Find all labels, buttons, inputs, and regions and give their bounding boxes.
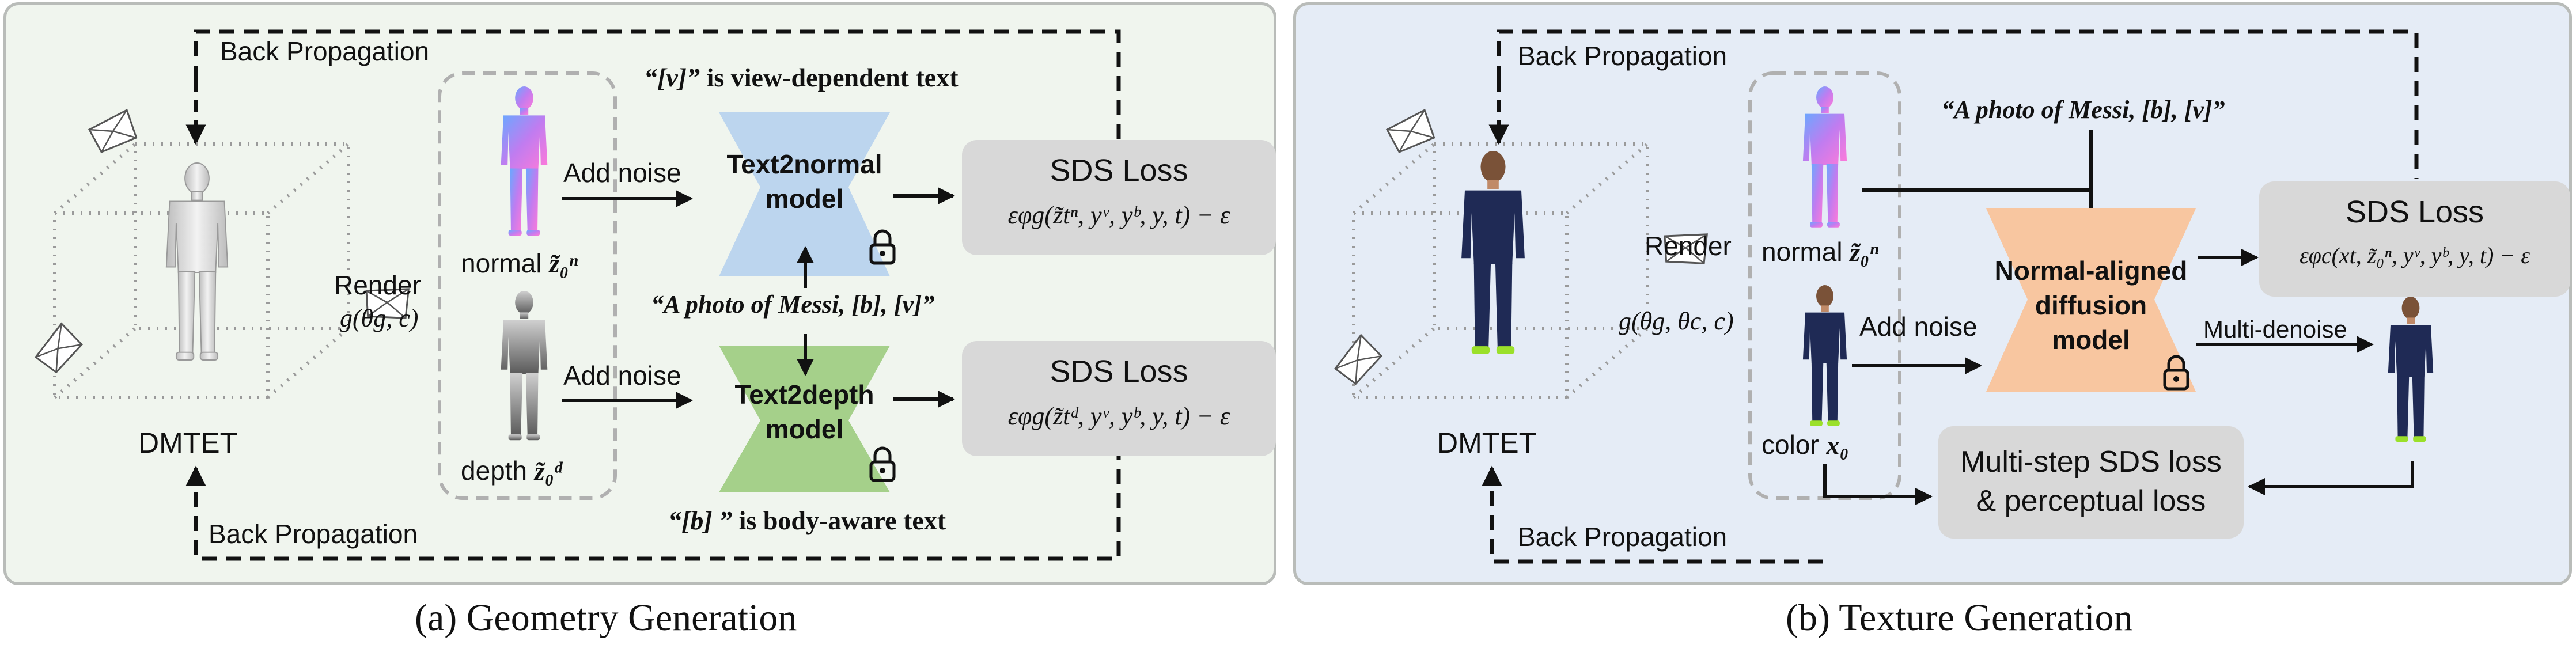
dmtet-human-a: [165, 162, 229, 361]
depth-symbol-a: z̃₀ᵈ: [534, 456, 562, 486]
sds-loss-title-top-a: SDS Loss: [1050, 153, 1188, 188]
render-formula-a: g(θg, c): [340, 304, 419, 332]
back-propagation-label-top-a: Back Propagation: [220, 36, 430, 66]
normal-aligned-diffusion-model-shape: [1986, 208, 2196, 392]
dmtet-label-a: DMTET: [138, 427, 238, 459]
sds-loss-title-bottom-a: SDS Loss: [1050, 354, 1188, 389]
normal-aligned-model-label: Normal-aligned diffusion model: [1986, 253, 2196, 357]
sds-loss-formula-top-a: εφg(z̃tⁿ, yᵛ, yᵇ, y, t) − ε: [1007, 201, 1230, 229]
color-word-b: color: [1761, 430, 1819, 460]
back-propagation-label-bottom-b: Back Propagation: [1518, 522, 1728, 552]
dmtet-textured-human-b: [1461, 151, 1525, 354]
prompt-label-a: “A photo of Messi, [b], [v]”: [651, 290, 935, 319]
camera-frustum-icon: [86, 108, 139, 154]
sds-loss-box-top-a: SDS Loss εφg(z̃tⁿ, yᵛ, yᵇ, y, t) − ε: [962, 140, 1276, 255]
normal-aligned-line1: Normal-aligned: [1994, 256, 2188, 286]
sds-loss-title-b: SDS Loss: [2345, 195, 2484, 229]
text2depth-model-shape: [719, 346, 890, 492]
render-label-b: Render: [1645, 231, 1732, 261]
normal-map-human-b: [1802, 86, 1847, 228]
text2normal-line2: model: [765, 184, 844, 214]
camera-frustum-icon: [1327, 331, 1387, 389]
normal-map-label-b: normal z̃₀ⁿ: [1761, 236, 1878, 267]
back-propagation-bottom-line-b: [1482, 465, 1823, 564]
text2normal-model-label: Text2normal model: [719, 147, 890, 216]
text2depth-line1: Text2depth: [734, 380, 874, 410]
depth-map-label-a: depth z̃₀ᵈ: [461, 455, 562, 486]
camera-frustum-icon: [1384, 108, 1437, 154]
text2normal-line1: Text2normal: [726, 149, 882, 179]
depth-word-a: depth: [461, 456, 528, 486]
color-human-b: [1802, 285, 1847, 426]
render-formula-b: g(θg, θc, c): [1619, 307, 1734, 335]
normal-symbol-a: z̃₀ⁿ: [549, 249, 578, 278]
add-noise-label-b: Add noise: [1859, 312, 1978, 342]
dmtet-cube-a: [53, 142, 350, 399]
body-aware-note: “[b] ” is body-aware text: [668, 505, 946, 536]
render-label-a: Render: [334, 270, 421, 300]
back-propagation-top-line-a: [194, 29, 1121, 141]
camera-frustum-icon: [27, 320, 88, 378]
depth-map-human-a: [501, 291, 548, 441]
multi-denoise-label: Multi-denoise: [2203, 316, 2347, 343]
sds-loss-box-b: SDS Loss εφc(xt, z̃₀ⁿ, yᵛ, yᵇ, y, t) − ε: [2259, 181, 2570, 297]
back-propagation-label-bottom-a: Back Propagation: [209, 519, 418, 549]
color-symbol-b: x₀: [1826, 430, 1849, 460]
view-dependent-rest: is view-dependent text: [706, 63, 959, 92]
add-noise-label-bottom-a: Add noise: [563, 361, 681, 391]
dmtet-cube-b: [1352, 142, 1649, 399]
multistep-line1: Multi-step SDS loss: [1960, 445, 2222, 479]
caption-texture-generation: (b) Texture Generation: [1786, 597, 2133, 639]
view-dependent-note: “[v]” is view-dependent text: [644, 62, 959, 93]
normal-word-b: normal: [1761, 237, 1843, 267]
add-noise-label-top-a: Add noise: [563, 158, 681, 188]
text2normal-model-shape: [719, 112, 890, 276]
normal-word-a: normal: [461, 248, 542, 278]
back-propagation-label-top-b: Back Propagation: [1518, 41, 1728, 71]
multistep-line2: & perceptual loss: [1976, 484, 2206, 518]
body-aware-rest: is body-aware text: [738, 506, 946, 535]
normal-symbol-b: z̃₀ⁿ: [1850, 237, 1879, 267]
view-dependent-quote: “[v]”: [644, 63, 700, 92]
sds-loss-box-bottom-a: SDS Loss εφg(z̃tᵈ, yᵛ, yᵇ, y, t) − ε: [962, 341, 1276, 456]
text2depth-line2: model: [765, 414, 844, 444]
body-aware-quote: “[b] ”: [668, 506, 733, 535]
dmtet-label-b: DMTET: [1437, 427, 1537, 459]
prompt-label-b: “A photo of Messi, [b], [v]”: [1941, 96, 2225, 124]
text2depth-model-label: Text2depth model: [719, 377, 890, 446]
render-output-box-a: [438, 71, 617, 500]
normal-aligned-line3: model: [2052, 325, 2130, 355]
sds-loss-formula-bottom-a: εφg(z̃tᵈ, yᵛ, yᵇ, y, t) − ε: [1007, 402, 1230, 430]
color-label-b: color x₀: [1761, 429, 1849, 460]
normal-map-label-a: normal z̃₀ⁿ: [461, 248, 578, 279]
sds-loss-formula-b: εφc(xt, z̃₀ⁿ, yᵛ, yᵇ, y, t) − ε: [2299, 242, 2530, 268]
back-propagation-top-line-b: [1497, 29, 2419, 179]
multistep-loss-box: Multi-step SDS loss & perceptual loss: [1938, 426, 2244, 539]
normal-map-human-a: [501, 86, 548, 236]
caption-geometry-generation: (a) Geometry Generation: [415, 597, 797, 639]
result-textured-human-b: [2388, 297, 2434, 442]
normal-aligned-line2: diffusion: [2035, 290, 2147, 320]
